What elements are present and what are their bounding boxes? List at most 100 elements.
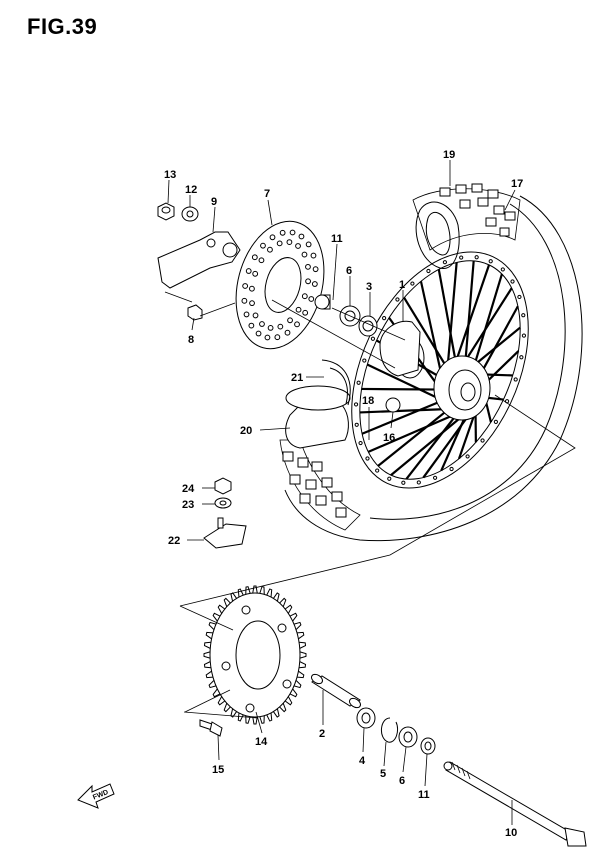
- spoke: [462, 287, 513, 365]
- part-label-13: 13: [164, 169, 176, 181]
- part-label-6-lower: 6: [399, 775, 405, 787]
- disc-hole: [305, 263, 311, 270]
- spoke-nipple: [500, 267, 505, 272]
- disc-hole: [242, 283, 249, 289]
- part-label-22: 22: [168, 535, 180, 547]
- disc-hole: [302, 309, 309, 316]
- part-label-20: 20: [240, 425, 252, 437]
- spoke: [367, 410, 462, 453]
- sprocket-tooth: [208, 679, 217, 689]
- disc-hole: [259, 321, 265, 327]
- sprocket-tooth: [203, 641, 212, 649]
- disc-hole: [252, 312, 259, 319]
- sprocket-tooth: [212, 612, 221, 622]
- disc-hole: [294, 321, 300, 328]
- spoke-nipple: [375, 468, 380, 473]
- disc-hole: [305, 278, 311, 285]
- disc-hole: [245, 268, 252, 274]
- sprocket-tooth: [245, 715, 251, 724]
- spoke-nipple: [387, 476, 392, 481]
- disc-hole: [258, 257, 265, 264]
- part-label-19: 19: [443, 149, 455, 161]
- disc-hole: [269, 234, 276, 241]
- sprocket-tooth: [298, 641, 307, 649]
- part-label-17: 17: [511, 178, 523, 190]
- spoke: [437, 269, 458, 366]
- disc-hole: [248, 322, 255, 329]
- disc-hole: [255, 330, 262, 337]
- sprocket-tooth: [293, 679, 302, 689]
- spoke: [377, 406, 452, 467]
- part-label-15: 15: [212, 764, 224, 776]
- spoke: [478, 305, 519, 377]
- spoke-nipple: [365, 456, 370, 461]
- spoke: [361, 387, 443, 391]
- spoke-nipple: [517, 294, 522, 300]
- spoke-nipple: [353, 402, 359, 407]
- spoke-nipple: [395, 297, 400, 302]
- spoke: [446, 262, 458, 372]
- rim-strip: [285, 359, 351, 449]
- disc-hole: [249, 285, 255, 292]
- spoke: [464, 260, 475, 365]
- part-label-14: 14: [255, 736, 268, 748]
- spoke-nipple: [519, 355, 524, 360]
- spoke-nipple: [370, 336, 376, 341]
- part-label-11-upper: 11: [331, 233, 343, 245]
- disc-hole: [310, 252, 317, 259]
- part-label-8: 8: [188, 334, 194, 346]
- sprocket-tooth: [266, 588, 273, 598]
- spoke-nipple: [521, 313, 526, 318]
- spoke-nipple: [510, 279, 515, 284]
- disc-hole: [241, 297, 248, 304]
- sprocket-tooth: [205, 631, 213, 640]
- valve-parts: [203, 477, 247, 549]
- part-label-6-upper: 6: [346, 265, 352, 277]
- disc-hole: [274, 334, 281, 341]
- spoke: [361, 398, 445, 435]
- spoke-nipple: [401, 480, 406, 485]
- spoke: [453, 264, 491, 367]
- sprocket-tooth: [252, 716, 258, 725]
- disc-hole: [260, 242, 266, 249]
- spoke-nipple: [521, 333, 527, 338]
- spoke-nipple: [426, 268, 431, 274]
- spoke-nipple: [480, 438, 485, 443]
- disc-hole: [267, 246, 273, 253]
- part-labels: 13 12 9 7 11 6 3 1 8 19 17 21 18 16 20 2…: [164, 149, 523, 839]
- disc-hole: [284, 329, 291, 336]
- sprocket-tooth: [284, 604, 293, 614]
- disc-hole: [286, 239, 293, 245]
- spoke: [419, 281, 444, 382]
- sprocket-tooth: [252, 585, 258, 594]
- spoke-nipple: [410, 281, 415, 286]
- spoke-nipple: [354, 422, 359, 427]
- sprocket-tooth: [272, 592, 280, 602]
- part-label-5: 5: [380, 768, 386, 780]
- disc-hole: [264, 334, 271, 341]
- sprocket-tooth: [212, 688, 221, 698]
- part-label-11-lower: 11: [418, 789, 430, 801]
- disc-hole: [249, 300, 255, 307]
- disc-hole: [301, 293, 308, 300]
- sprocket-tooth: [266, 712, 273, 722]
- disc-hole: [295, 243, 301, 249]
- disc-hole: [289, 229, 296, 236]
- axle: [443, 761, 587, 847]
- sprocket-tooth: [272, 708, 280, 718]
- disc-hole: [311, 281, 318, 287]
- sprocket-tooth: [298, 661, 307, 669]
- sprocket-tooth: [237, 588, 244, 598]
- part-label-21: 21: [291, 372, 303, 384]
- spacer-parts: [157, 202, 421, 413]
- part-label-3: 3: [366, 281, 372, 293]
- sprocket-tooth: [284, 696, 293, 706]
- spoke-nipple: [459, 255, 464, 260]
- part-label-7: 7: [264, 188, 270, 200]
- sprocket-tooth: [223, 703, 231, 713]
- sprocket: [203, 585, 307, 725]
- sprocket-tooth: [289, 688, 298, 698]
- disc-hole: [312, 266, 319, 273]
- spoke-nipple: [474, 255, 479, 260]
- tube: [415, 201, 460, 269]
